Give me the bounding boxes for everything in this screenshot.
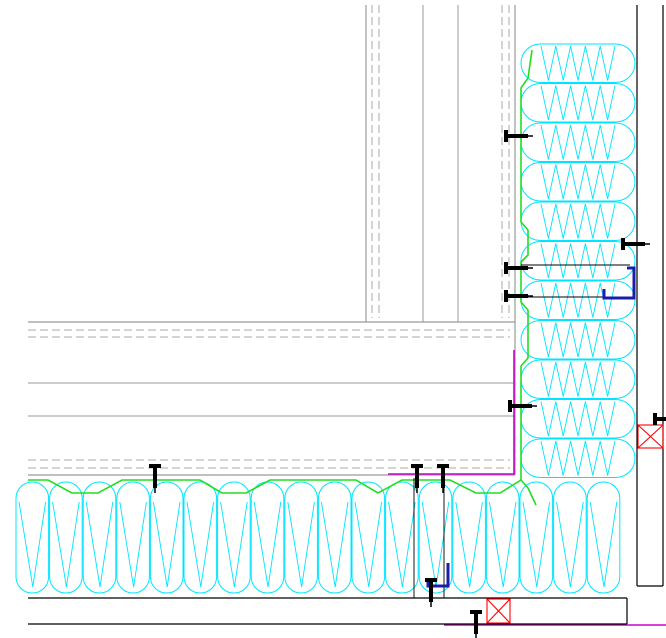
- timber-battens: [486, 424, 664, 624]
- support-brackets: [426, 266, 636, 588]
- insulation-batt: [385, 481, 419, 594]
- insulation-batt: [520, 280, 636, 320]
- insulation-batt: [520, 399, 636, 439]
- insulation-batt: [452, 481, 486, 594]
- insulation-batt: [586, 481, 621, 594]
- anchor-screw: [411, 464, 423, 493]
- insulation-batt: [520, 438, 636, 478]
- anchor-screw: [470, 610, 482, 638]
- insulation-batt: [183, 481, 218, 594]
- fastener-anchors: [149, 130, 666, 638]
- anchor-screw: [149, 464, 161, 493]
- vertical-wall-slab: [365, 5, 516, 322]
- horizontal-membrane: [28, 479, 522, 494]
- corner-flashing: [388, 350, 666, 626]
- insulation-batt: [15, 481, 50, 594]
- anchor-screw: [621, 238, 650, 250]
- anchor-screw: [508, 400, 537, 412]
- insulation-batt: [250, 481, 285, 594]
- insulation-batt: [149, 481, 184, 594]
- vertical-membrane: [520, 49, 537, 506]
- insulation-batt: [520, 122, 636, 162]
- horizontal-floor-slab: [28, 321, 516, 476]
- insulation-batt: [351, 481, 386, 594]
- vertical-cladding: [636, 5, 664, 587]
- insulation-batt: [116, 481, 150, 594]
- vertical-insulation-batts: [520, 43, 636, 478]
- insulation-batt: [49, 481, 83, 594]
- anchor-screw: [425, 578, 437, 607]
- horizontal-cladding: [28, 597, 628, 625]
- insulation-batt: [553, 481, 587, 594]
- anchor-screw: [504, 262, 533, 274]
- insulation-batt: [520, 359, 636, 399]
- insulation-batt: [284, 481, 318, 594]
- anchor-screw: [437, 464, 449, 493]
- insulation-batt: [485, 481, 520, 594]
- insulation-batt: [520, 43, 636, 83]
- insulation-batt: [520, 201, 636, 241]
- insulation-batt: [217, 481, 251, 594]
- anchor-screw: [504, 130, 533, 142]
- insulation-batt: [519, 481, 554, 594]
- insulation-batt: [82, 481, 117, 594]
- insulation-batt: [520, 162, 636, 202]
- insulation-batt: [520, 241, 636, 281]
- anchor-screw: [504, 290, 533, 302]
- insulation-batt: [317, 481, 352, 594]
- anchor-screw: [653, 413, 666, 425]
- insulation-batt: [520, 320, 636, 360]
- horizontal-insulation-batts: [15, 481, 621, 594]
- insulation-batt: [520, 83, 636, 123]
